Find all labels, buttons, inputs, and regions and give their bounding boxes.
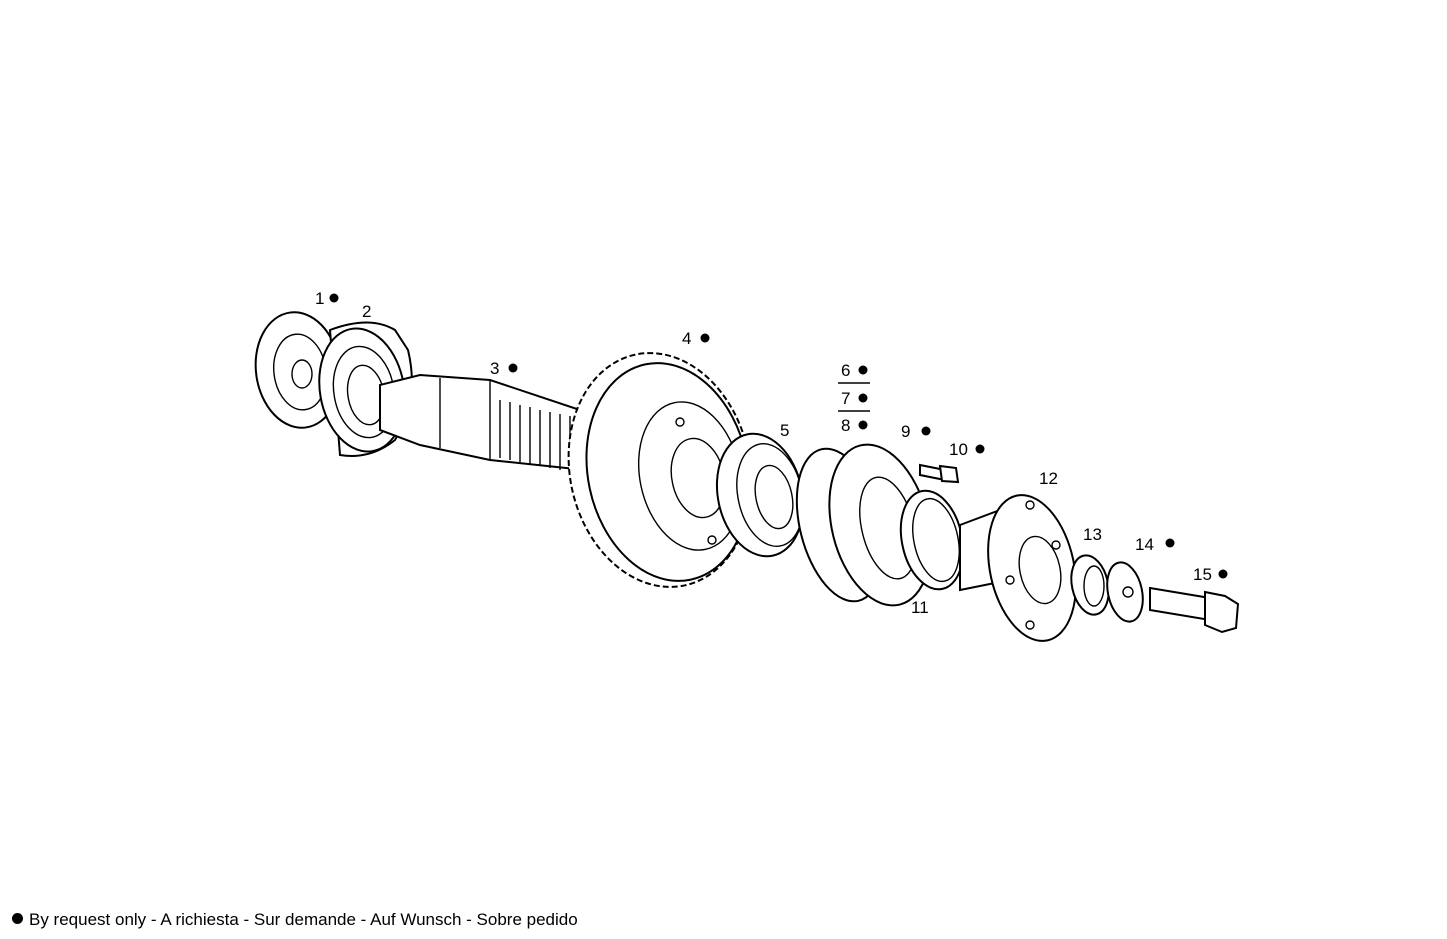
request-dot-icon [12, 913, 23, 924]
svg-text:5: 5 [780, 421, 789, 440]
part-label-9: 9 [901, 422, 931, 441]
svg-text:1: 1 [315, 289, 324, 308]
svg-text:2: 2 [362, 302, 371, 321]
svg-text:3: 3 [490, 359, 499, 378]
part-8-cover [795, 443, 932, 607]
request-dot [1218, 569, 1228, 579]
part-12-flange [959, 494, 1077, 642]
part-label-2: 2 [362, 302, 371, 321]
part-3-splines [499, 400, 571, 472]
part-label-4: 4 [682, 329, 710, 348]
svg-text:4: 4 [682, 329, 691, 348]
request-dot [858, 365, 868, 375]
part-label-15: 15 [1193, 565, 1228, 584]
svg-text:6: 6 [841, 361, 850, 380]
part-9-screw [919, 463, 960, 484]
footnote: By request only - A richiesta - Sur dema… [12, 910, 578, 930]
request-dot [858, 393, 868, 403]
request-dot [329, 293, 339, 303]
part-label-1: 1 [315, 289, 339, 308]
request-dot [1165, 538, 1175, 548]
svg-text:13: 13 [1083, 525, 1102, 544]
part-label-8: 8 [841, 416, 868, 435]
part-label-5: 5 [780, 421, 789, 440]
svg-text:11: 11 [911, 598, 929, 617]
part-label-3: 3 [490, 359, 518, 378]
part-label-14: 14 [1135, 535, 1175, 554]
request-dot [921, 426, 931, 436]
part-4-gear [567, 352, 753, 588]
request-dot [508, 363, 518, 373]
part-3-shaft [379, 373, 587, 472]
part-label-12: 12 [1039, 469, 1058, 488]
part-label-10: 10 [949, 440, 985, 459]
svg-text:10: 10 [949, 440, 968, 459]
request-dot [858, 420, 868, 430]
svg-text:12: 12 [1039, 469, 1058, 488]
part-label-13: 13 [1083, 525, 1102, 544]
svg-text:15: 15 [1193, 565, 1212, 584]
part-label-7: 7 [838, 389, 870, 412]
part-15-bolt [1149, 586, 1240, 634]
svg-text:9: 9 [901, 422, 910, 441]
part-label-11: 11 [911, 598, 929, 617]
footnote-text: By request only - A richiesta - Sur dema… [29, 910, 578, 929]
part-14-washer [1106, 561, 1144, 623]
svg-text:7: 7 [841, 389, 850, 408]
svg-text:8: 8 [841, 416, 850, 435]
request-dot [975, 444, 985, 454]
part-label-6: 6 [838, 361, 870, 384]
request-dot [700, 333, 710, 343]
svg-text:14: 14 [1135, 535, 1154, 554]
